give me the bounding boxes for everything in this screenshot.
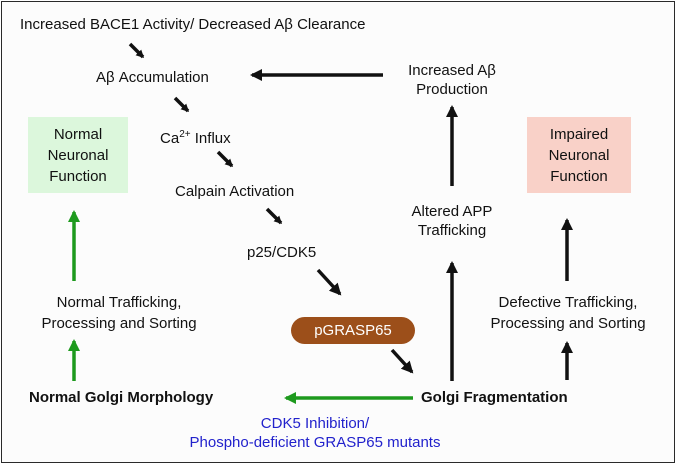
increased-production-line2: Production (416, 81, 488, 98)
normal-function-line1: Normal (53, 125, 103, 143)
defective-trafficking-line1: Defective Trafficking, (498, 294, 638, 311)
normal-trafficking-line1: Normal Trafficking, (56, 294, 182, 311)
normal-function-line2: Neuronal (47, 146, 109, 164)
golgi-fragmentation-label: Golgi Fragmentation (421, 389, 568, 406)
impaired-function-line3: Function (550, 167, 608, 185)
arrow-ca-to-calpain (216, 150, 234, 168)
abeta-accumulation-label: Aβ Accumulation (96, 69, 209, 86)
increased-production-line1: Increased Aβ (408, 62, 496, 79)
impaired-function-line1: Impaired (549, 125, 609, 143)
ca-prefix: Ca (160, 130, 180, 147)
arrow-calpain-to-p25 (265, 207, 283, 225)
normal-neuronal-function-box: Normal Neuronal Function (28, 117, 128, 193)
pgrasp65-pill: pGRASP65 (291, 317, 415, 344)
normal-trafficking-line2: Processing and Sorting (41, 315, 197, 332)
p25-cdk5-label: p25/CDK5 (247, 244, 317, 261)
calpain-activation-label: Calpain Activation (175, 183, 295, 200)
arrow-accumulation-to-ca (173, 96, 190, 113)
cdk5-inhibition-line2: Phospho-deficient GRASP65 mutants (189, 434, 441, 451)
arrow-top-to-accumulation (128, 42, 145, 59)
altered-app-line1: Altered APP (411, 203, 493, 220)
normal-function-line3: Function (49, 167, 107, 185)
ca-superscript: 2+ (179, 129, 191, 140)
top-line-label: Increased BACE1 Activity/ Decreased Aβ C… (20, 16, 366, 33)
impaired-neuronal-function-box: Impaired Neuronal Function (527, 117, 631, 193)
arrow-pgrasp-to-fragmentation (390, 348, 414, 374)
cdk5-inhibition-line1: CDK5 Inhibition/ (260, 415, 370, 432)
defective-trafficking-line2: Processing and Sorting (490, 315, 646, 332)
ca-suffix: Influx (190, 130, 231, 147)
ca-influx-label: Ca2+ Influx (160, 126, 231, 148)
impaired-function-line2: Neuronal (548, 146, 610, 164)
altered-app-line2: Trafficking (417, 222, 487, 239)
diagram-frame (1, 1, 675, 463)
normal-golgi-morphology-label: Normal Golgi Morphology (29, 389, 214, 406)
arrow-p25-to-pgrasp (316, 268, 342, 296)
